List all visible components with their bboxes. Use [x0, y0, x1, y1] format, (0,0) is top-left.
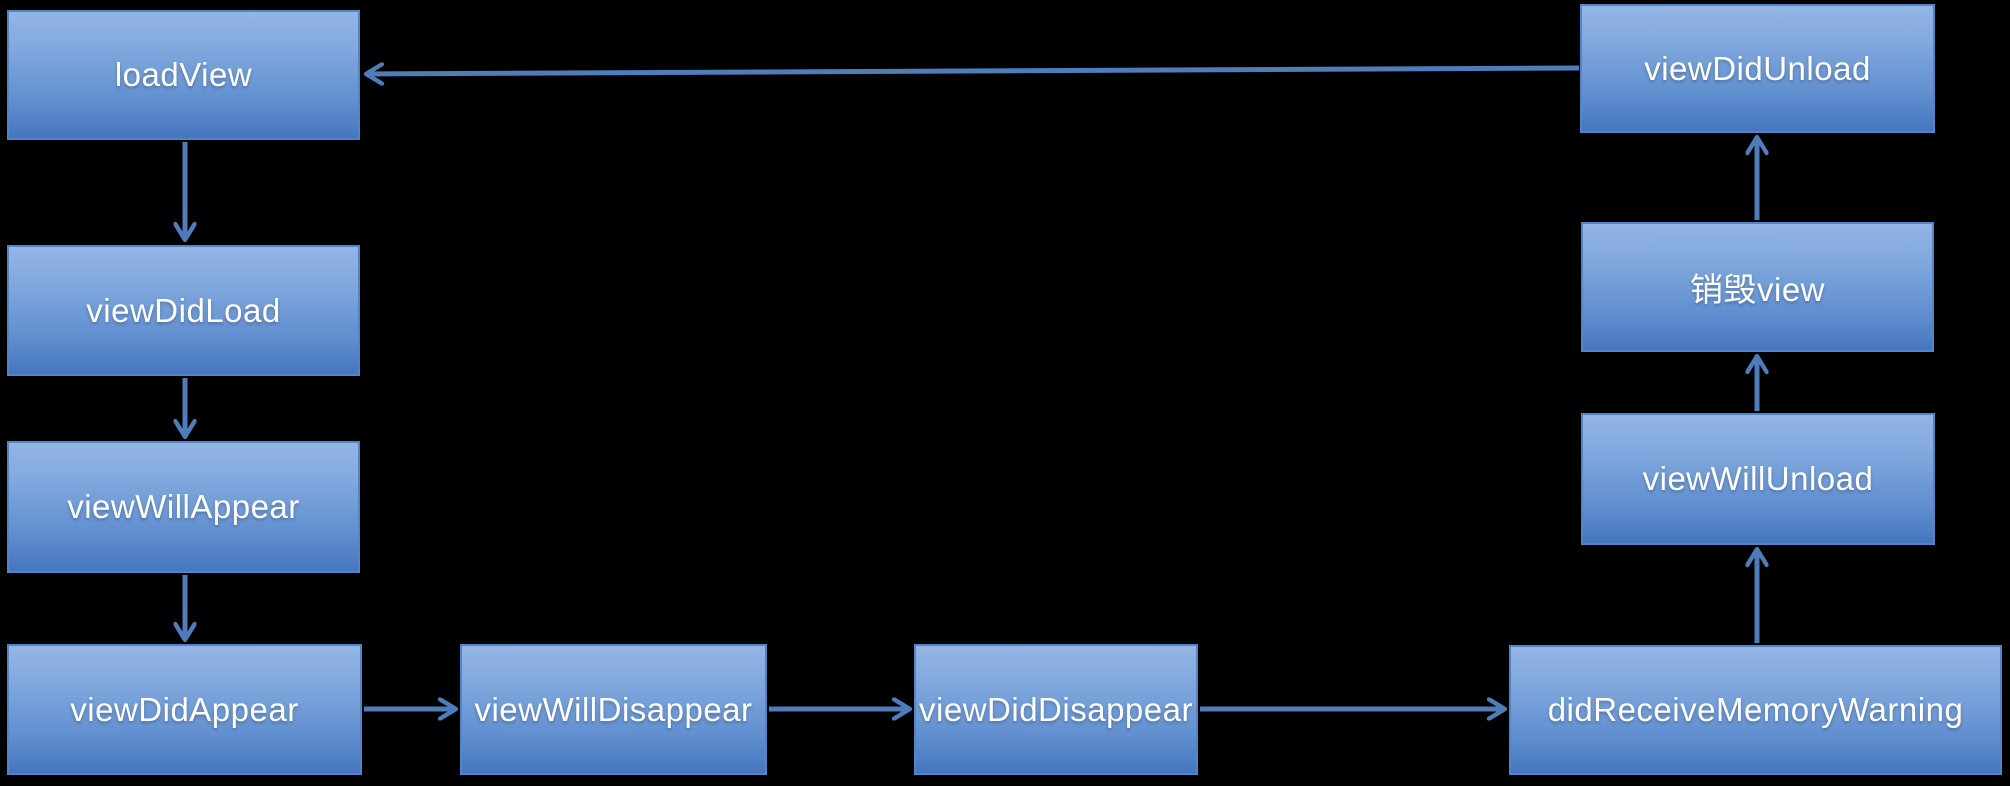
node-viewDidDisappear: viewDidDisappear — [914, 644, 1198, 775]
node-label: loadView — [114, 56, 253, 93]
node-viewDidUnload: viewDidUnload — [1580, 4, 1935, 133]
node-label: viewWillAppear — [67, 488, 300, 525]
node-loadView: loadView — [7, 10, 360, 140]
node-label: didReceiveMemoryWarning — [1547, 691, 1964, 728]
edge-viewDidUnload-loadView — [367, 68, 1580, 74]
node-viewDidAppear: viewDidAppear — [7, 644, 362, 775]
node-label: 销毁view — [1689, 271, 1826, 308]
node-viewWillAppear: viewWillAppear — [7, 441, 360, 573]
node-viewWillUnload: viewWillUnload — [1581, 413, 1935, 545]
node-viewDidLoad: viewDidLoad — [7, 245, 360, 376]
node-label: viewDidAppear — [70, 690, 299, 728]
node-didReceiveMemoryWarning: didReceiveMemoryWarning — [1509, 645, 2002, 775]
node-label: viewWillUnload — [1642, 460, 1874, 497]
node-label: viewWillDisappear — [474, 690, 753, 728]
node-label: viewDidLoad — [86, 291, 281, 329]
node-viewWillDisappear: viewWillDisappear — [460, 644, 767, 775]
node-destroyView: 销毁view — [1581, 222, 1934, 352]
node-label: viewDidDisappear — [919, 690, 1193, 728]
node-label: viewDidUnload — [1644, 49, 1871, 87]
